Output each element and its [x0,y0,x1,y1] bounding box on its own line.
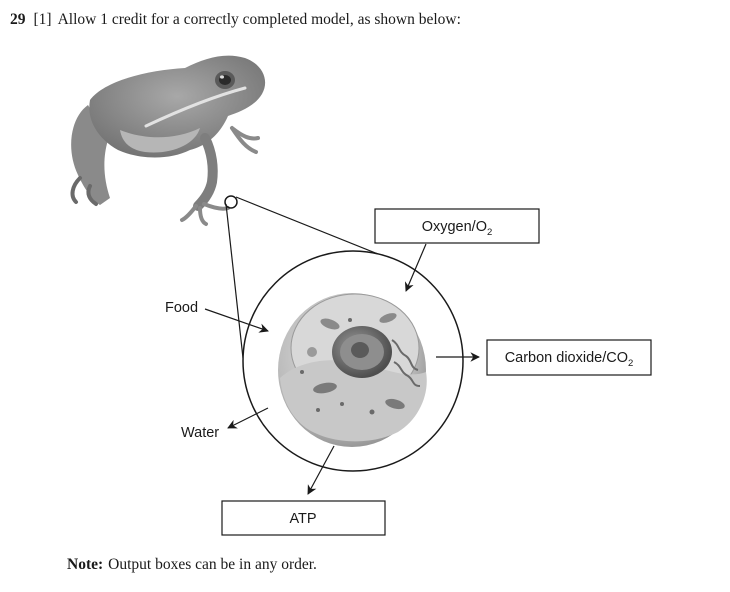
question-line: 29 [1] Allow 1 credit for a correctly comp… [10,11,461,29]
atp-box [221,500,386,536]
oxygen-text: Oxygen/O [422,219,487,235]
food-label: Food [165,300,198,316]
animal-cell-illustration [278,293,427,447]
instruction-text: Allow 1 credit for a correctly completed… [57,11,461,28]
atp-label: ATP [289,511,316,527]
frog-illustration [70,55,266,226]
question-number: 29 [10,11,26,28]
carbon-dioxide-box [486,339,652,376]
carbon-dioxide-text: Carbon dioxide/CO [505,350,628,366]
oxygen-box [374,208,540,244]
note-line: Note:Output boxes can be in any order. [67,556,317,574]
carbon-dioxide-label: Carbon dioxide/CO2 [505,350,634,369]
carbon-dioxide-subscript: 2 [628,358,633,369]
water-label: Water [181,425,219,441]
oxygen-subscript: 2 [487,227,492,238]
note-label: Note: [67,556,104,573]
oxygen-label: Oxygen/O2 [422,219,493,238]
credit-marker: [1] [33,11,52,28]
note-text: Output boxes can be in any order. [108,556,317,573]
